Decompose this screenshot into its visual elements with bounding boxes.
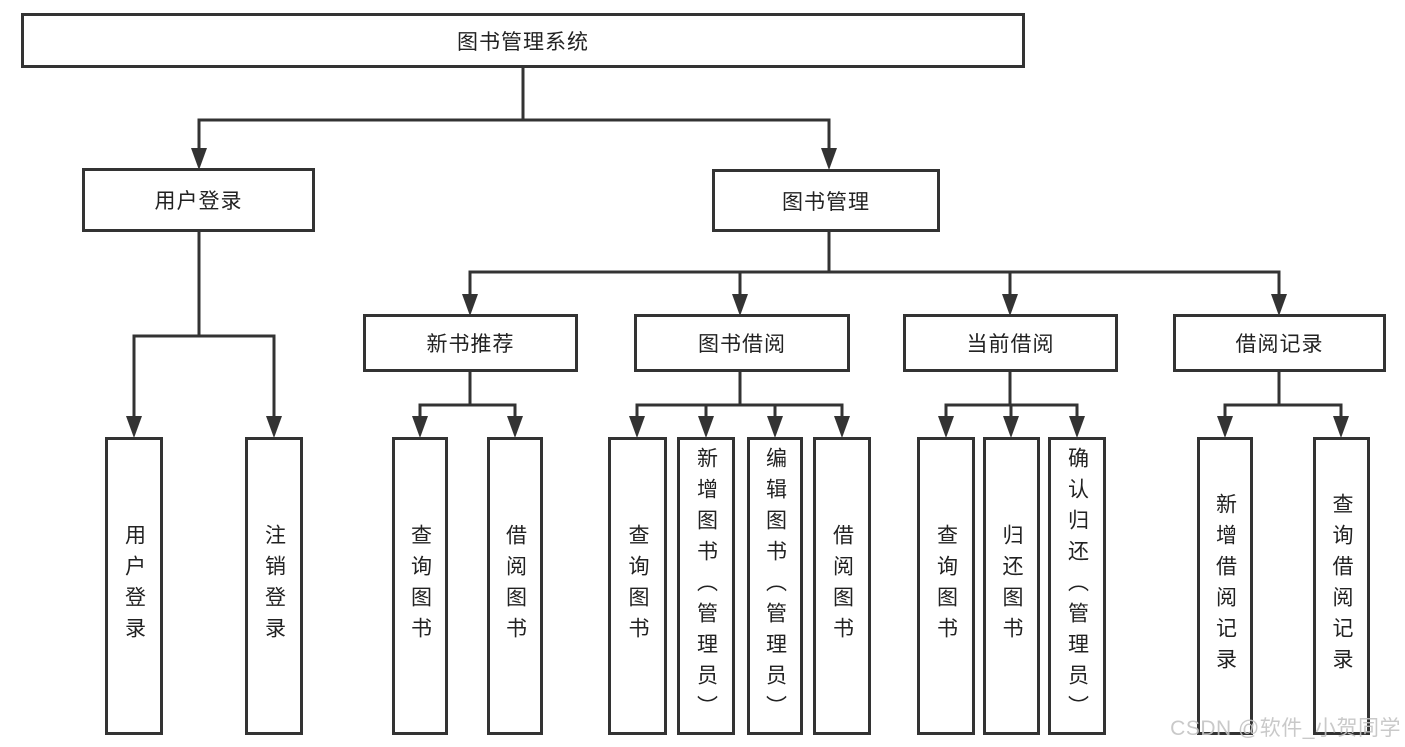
node-label: 用户登录 <box>122 524 146 648</box>
node-edit-books-admin: 编辑图书（管理员） <box>747 437 803 735</box>
node-label: 归还图书 <box>1000 524 1023 648</box>
arrowhead-icon <box>1002 294 1018 316</box>
node-borrow-books-recommend: 借阅图书 <box>487 437 543 735</box>
node-query-books-recommend: 查询图书 <box>392 437 448 735</box>
arrowhead-icon <box>191 148 207 170</box>
arrowhead-icon <box>1333 416 1349 438</box>
arrowhead-icon <box>266 416 282 438</box>
connector-mgmt-to-level3 <box>468 230 1281 298</box>
node-user-login-group: 用户登录 <box>82 168 315 232</box>
node-label: 查询图书 <box>408 524 432 648</box>
arrowhead-icon <box>834 416 850 438</box>
node-query-books-borrowing: 查询图书 <box>608 437 667 735</box>
node-logout: 注销登录 <box>245 437 303 735</box>
node-label: 编辑图书（管理员） <box>763 446 787 726</box>
node-label: 新增图书（管理员） <box>694 446 718 726</box>
arrowhead-icon <box>821 148 837 170</box>
arrowhead-icon <box>1003 416 1019 438</box>
node-book-management: 图书管理 <box>712 169 940 232</box>
node-add-books-admin: 新增图书（管理员） <box>677 437 735 735</box>
node-label: 查询图书 <box>626 524 649 648</box>
csdn-watermark: CSDN @软件_小贺同学 <box>1170 717 1401 740</box>
node-borrowing-records: 借阅记录 <box>1173 314 1386 372</box>
node-label: 新增借阅记录 <box>1213 493 1237 679</box>
node-book-borrowing: 图书借阅 <box>634 314 850 372</box>
node-label: 查询借阅记录 <box>1330 493 1353 679</box>
arrowhead-icon <box>462 294 478 316</box>
node-library-management-system: 图书管理系统 <box>21 13 1025 68</box>
node-new-book-recommend: 新书推荐 <box>363 314 578 372</box>
arrowhead-icon <box>938 416 954 438</box>
connector-login-group <box>132 230 276 420</box>
node-label: 借阅图书 <box>503 524 527 648</box>
node-label: 确认归还（管理员） <box>1065 446 1089 726</box>
arrowhead-icon <box>1271 294 1287 316</box>
node-current-borrowing: 当前借阅 <box>903 314 1118 372</box>
arrowhead-icon <box>126 416 142 438</box>
arrowhead-icon <box>629 416 645 438</box>
connector-borrow-records-group <box>1223 370 1343 420</box>
connector-new-book-group <box>418 370 517 420</box>
node-borrow-books-borrowing: 借阅图书 <box>813 437 871 735</box>
node-return-books: 归还图书 <box>983 437 1040 735</box>
arrowhead-icon <box>732 294 748 316</box>
node-add-borrow-record: 新增借阅记录 <box>1197 437 1253 735</box>
connector-current-borrow-group <box>944 370 1079 420</box>
node-query-books-current: 查询图书 <box>917 437 975 735</box>
arrowhead-icon <box>1217 416 1233 438</box>
node-query-borrow-record: 查询借阅记录 <box>1313 437 1370 735</box>
connector-root-to-level2 <box>197 66 831 152</box>
node-confirm-return-admin: 确认归还（管理员） <box>1048 437 1106 735</box>
arrowhead-icon <box>412 416 428 438</box>
node-label: 注销登录 <box>262 524 286 648</box>
arrowhead-icon <box>698 416 714 438</box>
connector-book-borrow-group <box>635 370 844 420</box>
node-label: 借阅图书 <box>830 524 854 648</box>
node-user-login: 用户登录 <box>105 437 163 735</box>
arrowhead-icon <box>1069 416 1085 438</box>
arrowhead-icon <box>767 416 783 438</box>
node-label: 查询图书 <box>934 524 958 648</box>
arrowhead-icon <box>507 416 523 438</box>
